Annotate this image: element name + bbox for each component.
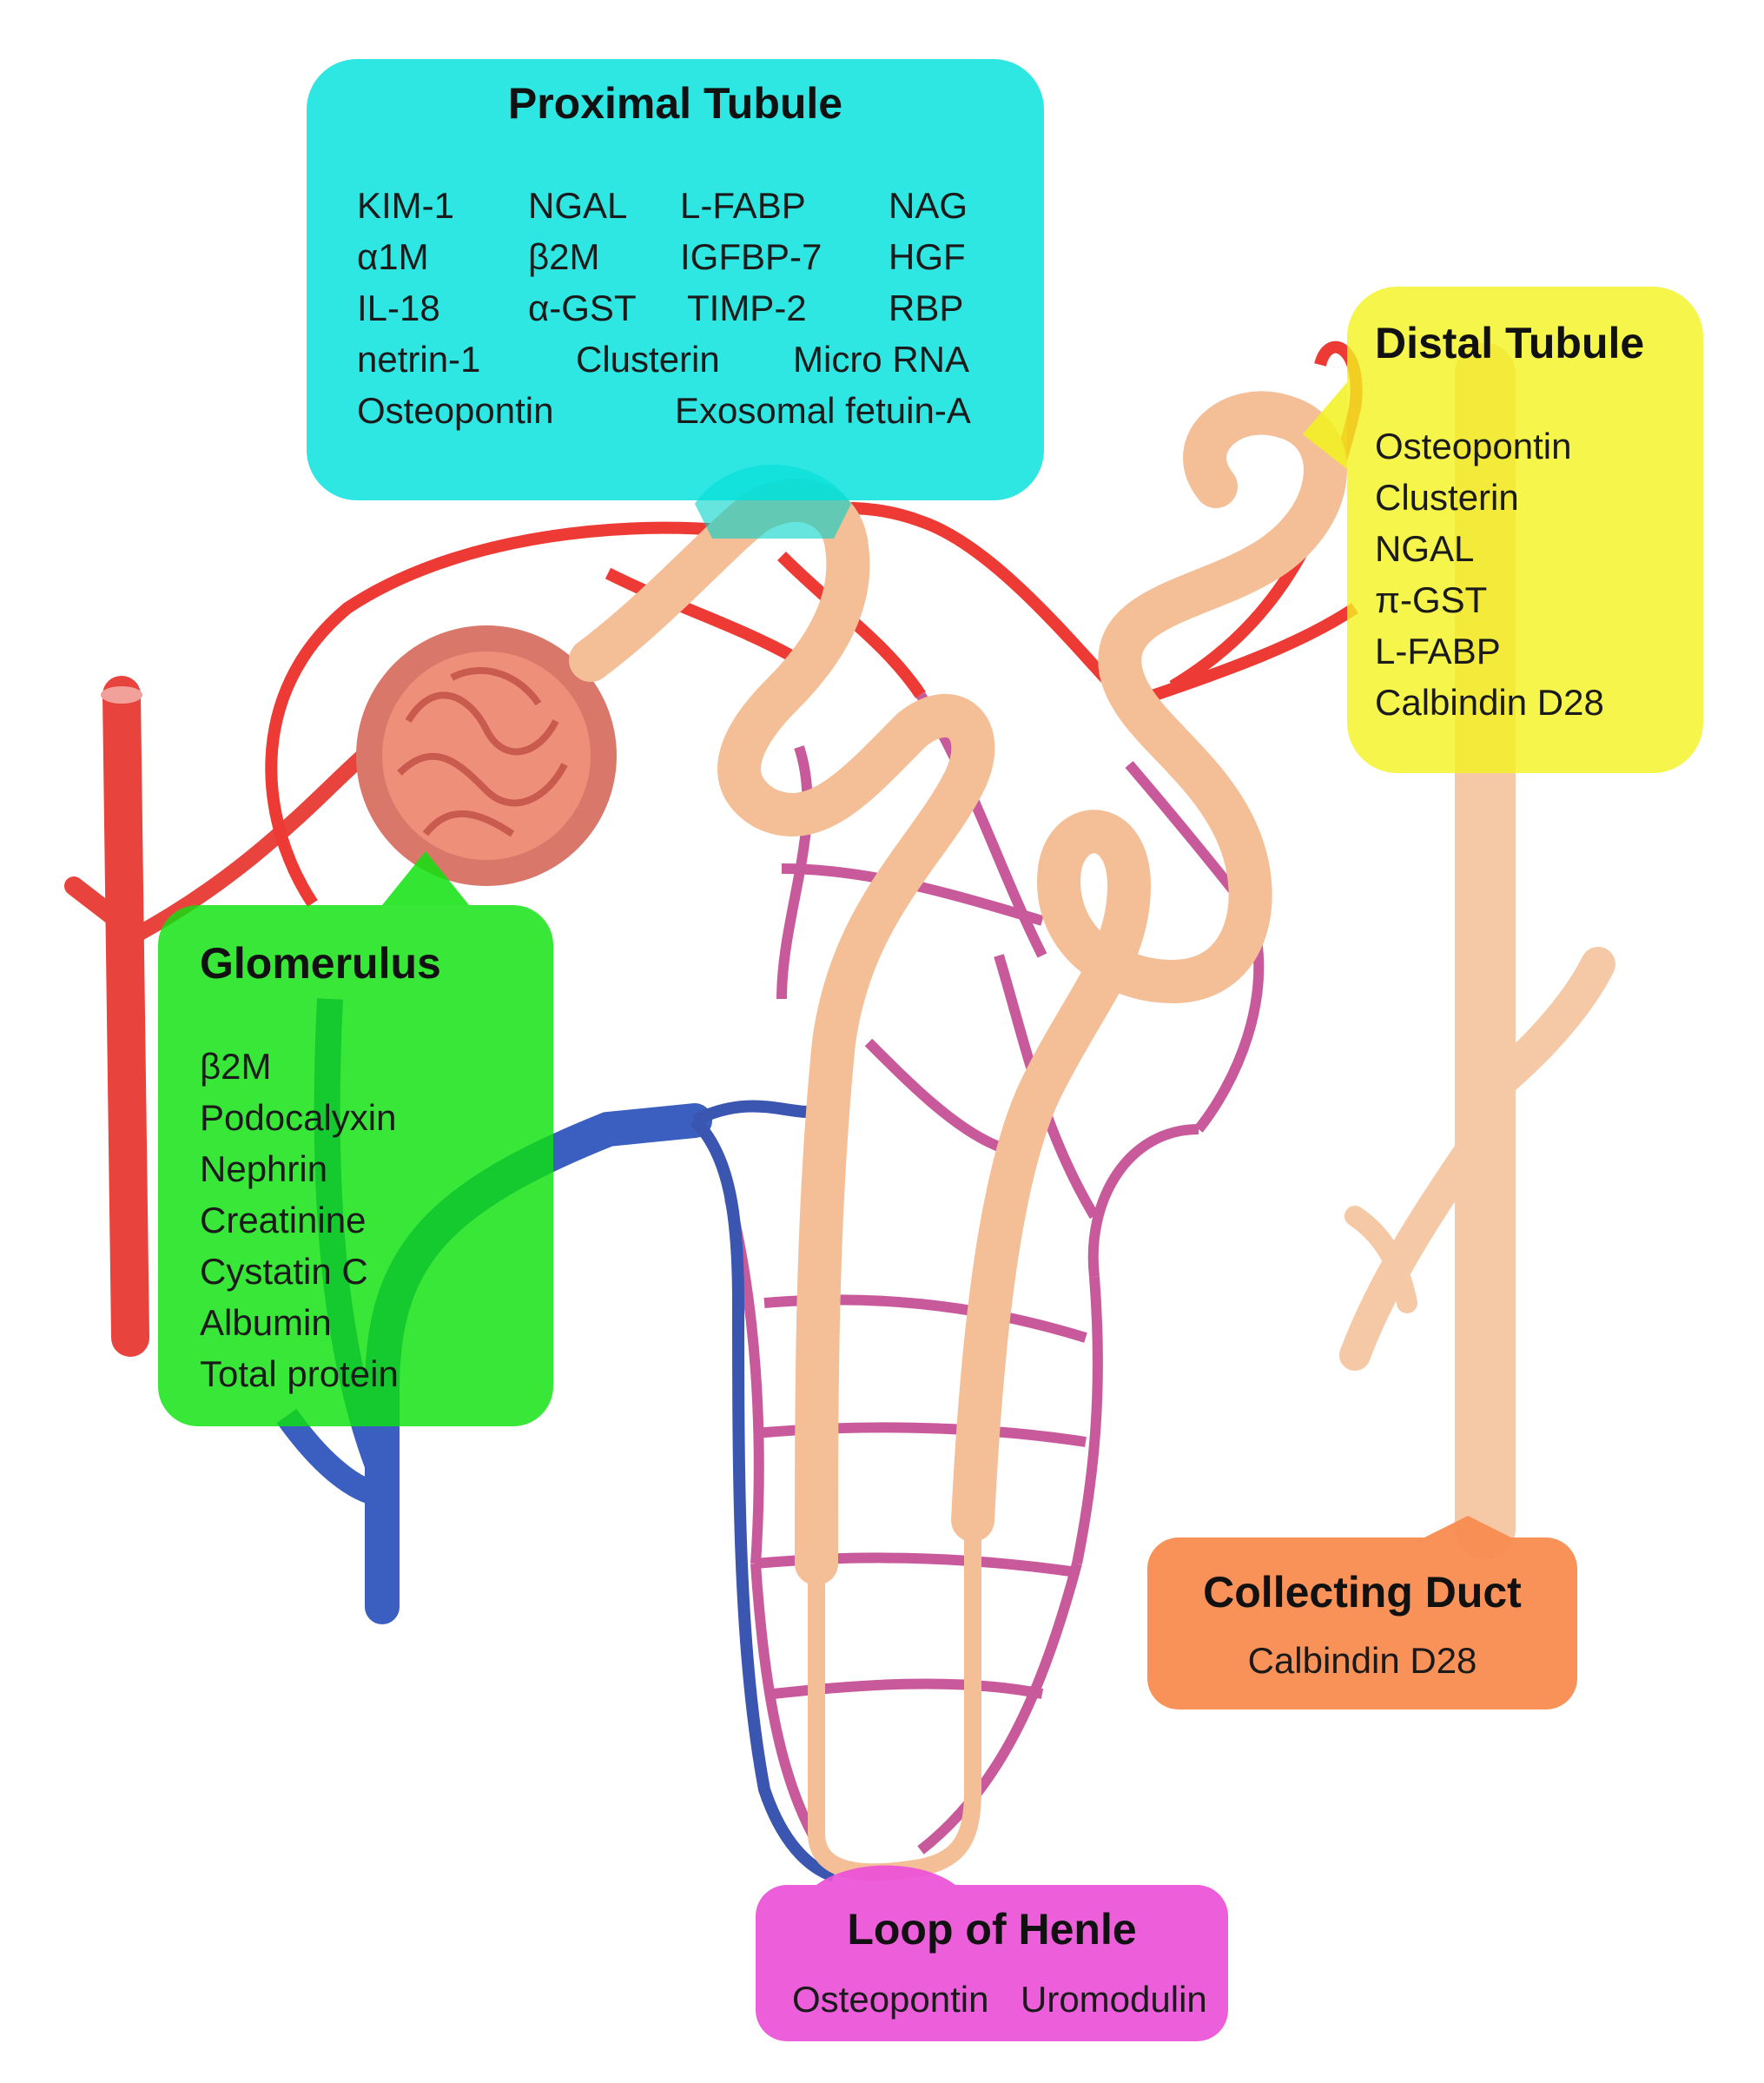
marker: Total protein: [200, 1353, 399, 1394]
loop-of-henle-title: Loop of Henle: [847, 1905, 1137, 1954]
loop-of-henle-box: Loop of Henle Osteopontin Uromodulin: [756, 1885, 1228, 2041]
glomerulus-pointer: [382, 851, 469, 905]
marker: Clusterin: [576, 339, 720, 380]
glomerulus-title: Glomerulus: [200, 939, 441, 988]
proximal-tubule-box: Proximal Tubule KIM-1 NGAL L-FABP NAG α1…: [307, 59, 1044, 500]
venous-capillaries: [690, 1100, 836, 1882]
marker: Uromodulin: [1021, 1979, 1207, 2020]
marker: L-FABP: [680, 185, 806, 226]
proximal-tubule-title: Proximal Tubule: [507, 79, 843, 128]
loop-pointer: [816, 1865, 955, 1885]
proximal-tubule-shape: [569, 478, 995, 1585]
marker: β2M: [528, 236, 600, 277]
marker: IGFBP-7: [680, 236, 823, 277]
marker: RBP: [889, 288, 964, 328]
marker: Calbindin D28: [1375, 682, 1604, 723]
collecting-duct-title: Collecting Duct: [1203, 1568, 1522, 1617]
loop-of-henle-shape: [808, 391, 1347, 1881]
marker: NAG: [889, 185, 968, 226]
marker: Podocalyxin: [200, 1097, 397, 1138]
collecting-pointer: [1424, 1516, 1511, 1537]
distal-tubule-box: Distal Tubule Osteopontin Clusterin NGAL…: [1347, 287, 1703, 773]
distal-tubule-title: Distal Tubule: [1375, 319, 1645, 367]
glomerulus-capsule: [356, 625, 617, 886]
marker: α-GST: [528, 288, 637, 328]
marker: Osteopontin: [1375, 426, 1572, 466]
marker: NGAL: [528, 185, 628, 226]
marker: IL-18: [357, 288, 440, 328]
marker: NGAL: [1375, 528, 1475, 569]
marker: L-FABP: [1375, 631, 1501, 671]
collecting-duct-box: Collecting Duct Calbindin D28: [1147, 1537, 1577, 1709]
marker: Creatinine: [200, 1200, 367, 1240]
marker: α1M: [357, 236, 429, 277]
marker: Calbindin D28: [1247, 1640, 1477, 1681]
marker: Clusterin: [1375, 477, 1519, 518]
marker: KIM-1: [357, 185, 455, 226]
glomerulus-box: Glomerulus β2M Podocalyxin Nephrin Creat…: [158, 905, 553, 1426]
marker: netrin-1: [357, 339, 481, 380]
distal-pointer: [1303, 382, 1347, 469]
marker: HGF: [889, 236, 966, 277]
marker: Exosomal fetuin-A: [675, 390, 971, 431]
marker: Cystatin C: [200, 1251, 368, 1292]
marker: Micro RNA: [793, 339, 970, 380]
marker: Albumin: [200, 1302, 332, 1343]
marker: β2M: [200, 1046, 272, 1087]
marker: Osteopontin: [792, 1979, 989, 2020]
marker: Osteopontin: [357, 390, 554, 431]
marker: Nephrin: [200, 1148, 328, 1189]
marker: TIMP-2: [687, 288, 807, 328]
marker: π-GST: [1375, 579, 1488, 620]
